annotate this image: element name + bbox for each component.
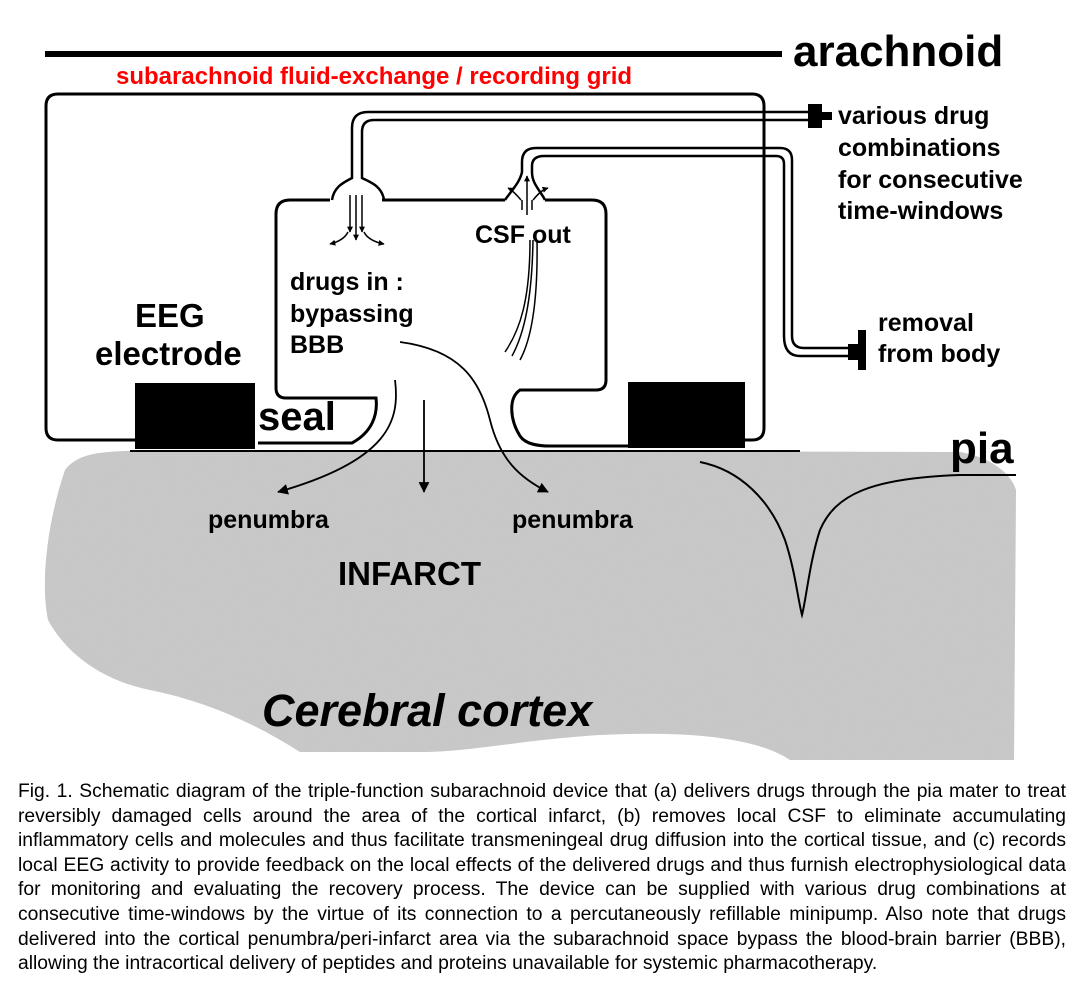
sulcus-line — [699, 461, 1016, 619]
removal-plug — [848, 330, 866, 370]
removal-line-2: from body — [878, 340, 1000, 368]
csf-outflow-tube — [503, 146, 848, 358]
cortex-label: Cerebral cortex — [262, 685, 594, 736]
eeg-label-line-1: EEG — [135, 297, 205, 334]
pia-label: pia — [950, 424, 1014, 473]
figure-caption: Fig. 1. Schematic diagram of the triple-… — [18, 781, 1066, 975]
drug-combo-line-1: various drug — [838, 102, 989, 130]
drugs-in-line-1: drugs in : — [290, 268, 404, 296]
drug-combo-line-3: for consecutive — [838, 166, 1023, 194]
diffusion-arrows — [277, 341, 549, 495]
drug-combo-line-2: combinations — [838, 134, 1001, 162]
drugs-in-line-3: BBB — [290, 331, 344, 359]
device-housing — [44, 92, 766, 442]
drugs-in-line-2: bypassing — [290, 300, 414, 328]
inner-chamber — [258, 198, 628, 448]
arachnoid-label: arachnoid — [793, 27, 1003, 76]
penumbra-left-label: penumbra — [208, 506, 330, 534]
inflow-arrows — [329, 195, 385, 246]
seal-label: seal — [258, 395, 336, 439]
device-diagram: arachnoid subarachnoid fluid-exchange / … — [44, 27, 1023, 760]
csf-out-label: CSF out — [475, 221, 571, 249]
cortex-tissue — [44, 450, 1017, 760]
outflow-arrows — [504, 175, 549, 361]
eeg-label-line-2: electrode — [95, 335, 242, 372]
cortex-region — [44, 450, 1017, 760]
eeg-electrode-left — [135, 383, 255, 449]
grid-title: subarachnoid fluid-exchange / recording … — [116, 63, 632, 90]
eeg-electrode-right — [628, 382, 745, 448]
infarct-label: INFARCT — [338, 555, 481, 592]
removal-line-1: removal — [878, 309, 974, 337]
drug-inlet-plug — [808, 104, 832, 128]
drug-inflow-tube — [330, 110, 808, 201]
drug-combo-line-4: time-windows — [838, 197, 1003, 225]
penumbra-right-label: penumbra — [512, 506, 634, 534]
